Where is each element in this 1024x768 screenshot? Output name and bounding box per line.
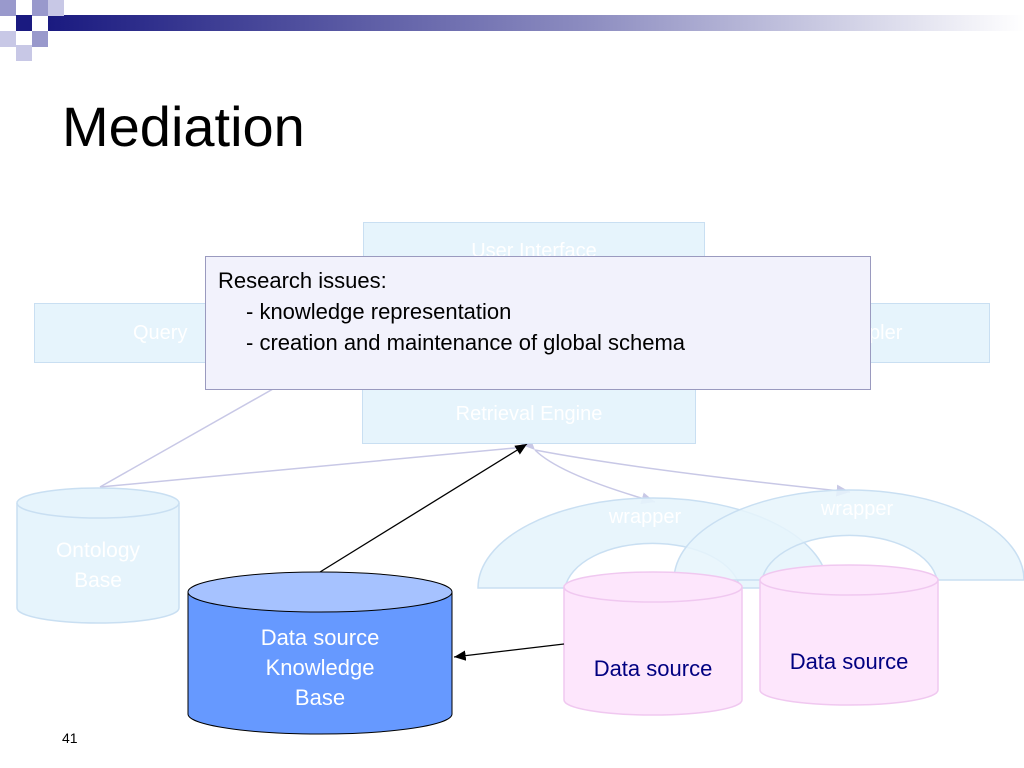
research-issues-callout: Research issues: - knowledge representat…: [205, 256, 871, 390]
header-square: [0, 0, 16, 16]
retrieval-engine-label: Retrieval Engine: [455, 403, 603, 425]
kb-data-source-cylinder: [187, 571, 453, 735]
engine-to-wrapper1-arrow: [521, 436, 656, 505]
wrapper-label-1: wrapper: [608, 506, 682, 528]
right-module-label: pler: [869, 322, 903, 344]
header-square: [0, 31, 16, 47]
callout-item: - knowledge representation: [246, 299, 512, 324]
data-source-label-1: Data source: [593, 656, 713, 681]
ontology-base-cylinder: [16, 487, 180, 624]
data-source-cylinder-1: [563, 571, 743, 716]
callout-heading: Research issues:: [218, 268, 387, 293]
wrapper-shape-2: [673, 489, 1024, 581]
header-gradient-bar: [48, 15, 1024, 31]
header-square: [32, 31, 48, 47]
ontology-to-engine-line: [99, 446, 526, 488]
kb-label-line-3: Base: [294, 685, 346, 710]
header-square: [16, 45, 32, 61]
callout-item: - creation and maintenance of global sch…: [246, 330, 686, 355]
ontology-link-line: [99, 384, 281, 488]
source-to-kb-arrow: [453, 643, 565, 661]
data-source-label-2: Data source: [789, 649, 909, 674]
data-source-cylinder-2: [759, 564, 939, 706]
kb-label-line-2: Knowledge: [265, 655, 375, 680]
kb-label-line-1: Data source: [260, 625, 380, 650]
kb-data-source-label: Data source Knowledge Base: [188, 623, 452, 713]
header-square: [32, 0, 48, 16]
ontology-base-label: Ontology Base: [17, 536, 179, 596]
slide-title: Mediation: [62, 95, 305, 158]
ontology-base-line-2: Base: [74, 569, 122, 592]
header-square: [48, 0, 64, 16]
kb-to-engine-arrow: [319, 443, 528, 573]
header-square: [16, 15, 32, 31]
slide-number: 41: [62, 730, 78, 746]
query-box: Query: [34, 303, 224, 363]
header-decoration: [0, 0, 1024, 61]
wrapper-label-2: wrapper: [820, 498, 894, 520]
retrieval-engine-box: Retrieval Engine: [362, 388, 696, 444]
query-label: Query: [133, 322, 188, 344]
ontology-base-line-1: Ontology: [55, 539, 141, 562]
engine-to-wrapper2-arrow: [534, 449, 851, 497]
